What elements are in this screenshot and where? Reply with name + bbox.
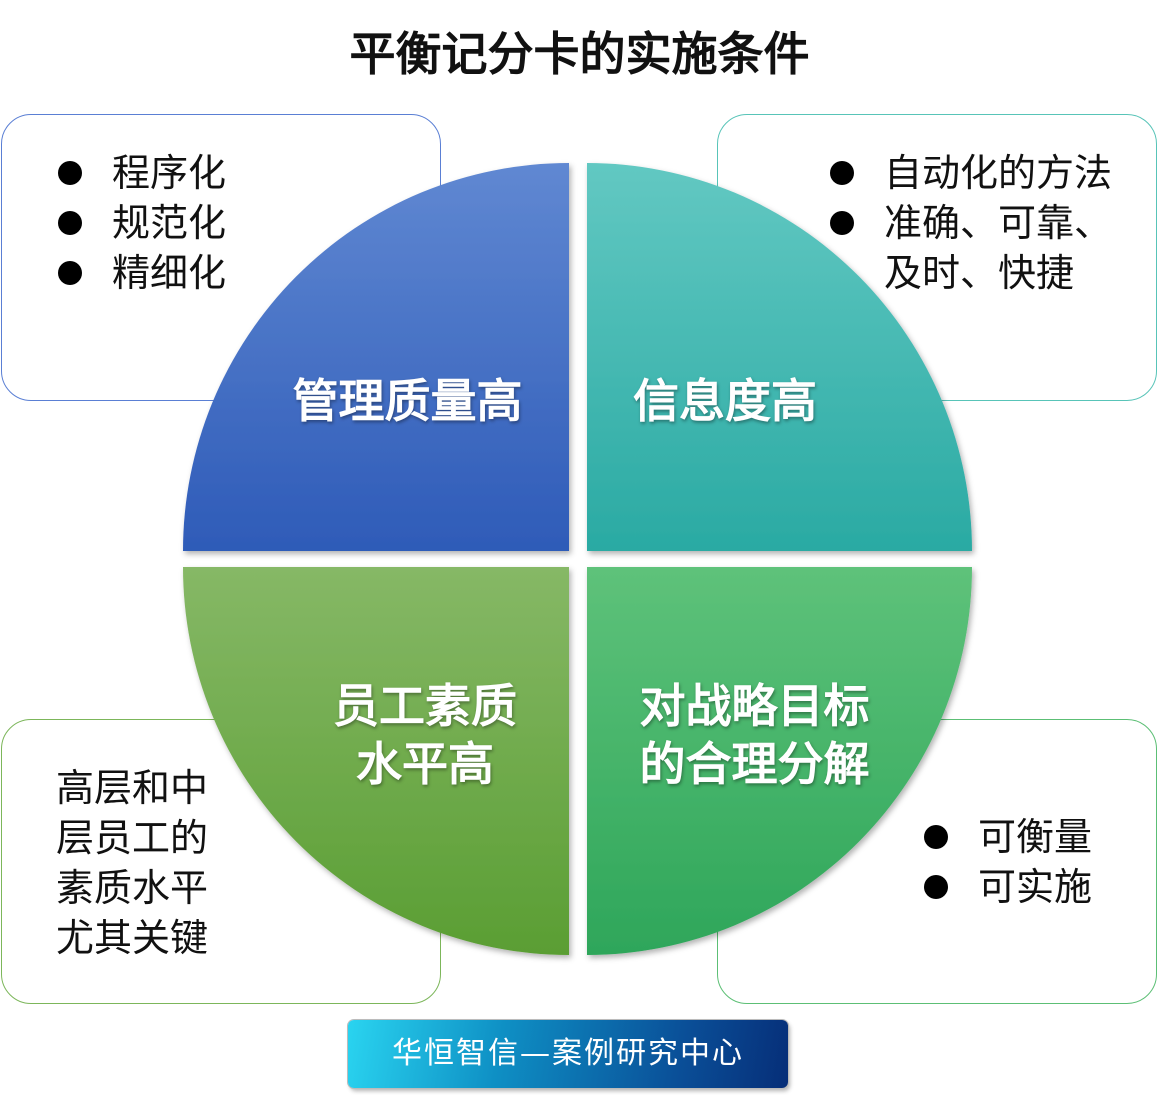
quadrant-bottom-right (587, 567, 972, 955)
list-item-text: 准确、可靠、 (884, 201, 1113, 245)
list-item-text: 可实施 (978, 865, 1093, 909)
list-item-text: 可衡量 (978, 815, 1093, 859)
bullet-icon (924, 875, 948, 899)
quadrant-label-top-left: 管理质量高 (292, 374, 523, 428)
top-right-list: 自动化的方法 准确、可靠、 及时、快捷 (830, 148, 1112, 298)
quadrant-label-top-right: 信息度高 (633, 374, 817, 428)
bullet-icon (924, 825, 948, 849)
label-line: 水平高 (356, 737, 494, 791)
list-item-text: 精细化 (112, 251, 227, 295)
bottom-left-text: 高层和中 层员工的 素质水平 尤其关键 (56, 763, 208, 963)
list-item: 规范化 (58, 198, 226, 248)
label-line: 员工素质 (333, 679, 517, 733)
top-left-list: 程序化 规范化 精细化 (58, 148, 226, 298)
text-line: 高层和中 (56, 766, 209, 810)
page-title: 平衡记分卡的实施条件 (349, 27, 810, 81)
bullet-icon (58, 261, 82, 285)
text-line: 素质水平 (56, 866, 209, 910)
list-item: 自动化的方法 (830, 148, 1112, 198)
bullet-icon (830, 161, 854, 185)
quadrant-top-right (587, 163, 972, 551)
list-item-text: 自动化的方法 (884, 151, 1113, 195)
quadrant-label-bottom-right: 对战略目标 的合理分解 (612, 677, 897, 793)
brand-banner: 华恒智信—案例研究中心 (348, 1020, 788, 1088)
list-item-text: 程序化 (112, 151, 227, 195)
quadrant-bottom-left (183, 567, 569, 955)
list-item: 及时、快捷 (830, 248, 1112, 298)
quadrant-top-left (183, 163, 569, 551)
list-item-text: 规范化 (112, 201, 227, 245)
list-item: 程序化 (58, 148, 226, 198)
text-line: 层员工的 (56, 816, 209, 860)
quadrant-label-bottom-left: 员工素质 水平高 (310, 677, 540, 793)
bullet-icon (58, 211, 82, 235)
text-line: 尤其关键 (56, 916, 209, 960)
list-item: 可实施 (924, 862, 1092, 912)
list-item-continuation: 及时、快捷 (884, 251, 1075, 295)
bullet-icon (58, 161, 82, 185)
bullet-icon (830, 211, 854, 235)
list-item: 可衡量 (924, 812, 1092, 862)
list-item: 准确、可靠、 (830, 198, 1112, 248)
bottom-right-list: 可衡量 可实施 (924, 812, 1092, 912)
list-item: 精细化 (58, 248, 226, 298)
label-line: 的合理分解 (639, 737, 870, 791)
label-line: 对战略目标 (639, 679, 870, 733)
